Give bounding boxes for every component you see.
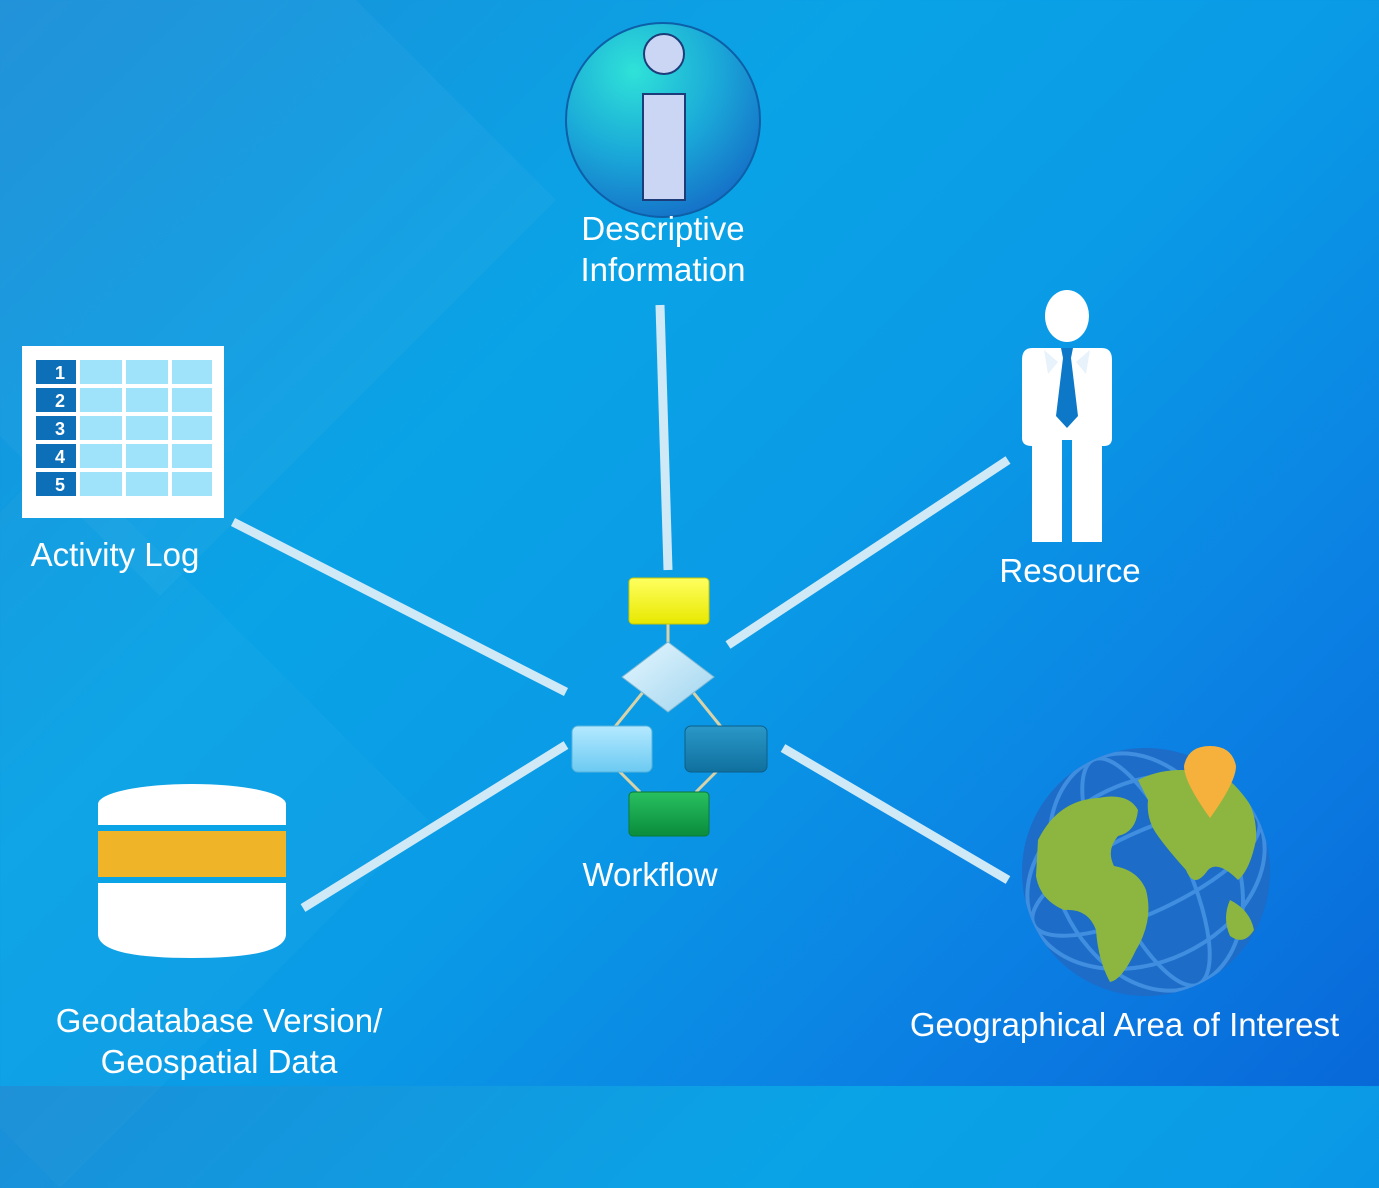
resource-label: Resource bbox=[999, 552, 1141, 589]
table-cell bbox=[80, 360, 122, 384]
descriptive-information-label: Descriptive Information bbox=[538, 208, 788, 290]
descriptive-label-line2: Information bbox=[580, 251, 746, 288]
table-row-number-cell bbox=[36, 444, 76, 468]
database-icon bbox=[98, 784, 286, 958]
workflow-icon bbox=[571, 577, 768, 837]
connector-resource bbox=[725, 456, 1011, 649]
table-row-number-cell bbox=[36, 472, 76, 496]
workflow-decision-step bbox=[621, 641, 715, 713]
table-cell bbox=[172, 388, 212, 412]
person-icon bbox=[1022, 290, 1112, 542]
map-pin-icon bbox=[1184, 746, 1236, 818]
table-row-number: 1 bbox=[55, 363, 65, 383]
table-cell bbox=[80, 416, 122, 440]
table-cell bbox=[126, 416, 168, 440]
workflow-task-light bbox=[571, 725, 653, 773]
table-cell bbox=[172, 416, 212, 440]
table-row-number: 2 bbox=[55, 391, 65, 411]
connector-lines bbox=[230, 304, 1011, 912]
table-cell bbox=[126, 472, 168, 496]
workflow-start-step bbox=[628, 577, 710, 625]
table-row-number: 4 bbox=[55, 447, 65, 467]
table-cell bbox=[172, 360, 212, 384]
workflow-label: Workflow bbox=[582, 856, 718, 893]
table-row-number: 5 bbox=[55, 475, 65, 495]
globe-icon bbox=[1022, 746, 1270, 996]
table-cell bbox=[126, 388, 168, 412]
table-cell bbox=[172, 472, 212, 496]
table-row-number-cell bbox=[36, 388, 76, 412]
connector-activity-log bbox=[230, 517, 569, 697]
table-cell bbox=[126, 444, 168, 468]
geodatabase-label-line1: Geodatabase Version/ bbox=[55, 1002, 383, 1039]
table-icon: 1 2 3 4 5 bbox=[22, 346, 224, 518]
geodatabase-label: Geodatabase Version/ Geospatial Data bbox=[0, 1000, 438, 1082]
table-row-number-cell bbox=[36, 360, 76, 384]
table-row-number: 3 bbox=[55, 419, 65, 439]
table-cell bbox=[80, 472, 122, 496]
connector-descriptive bbox=[655, 304, 673, 571]
table-cell bbox=[80, 388, 122, 412]
activity-log-label: Activity Log bbox=[30, 536, 200, 573]
geographic-area-label: Geographical Area of Interest bbox=[909, 1006, 1340, 1043]
table-row-number-cell bbox=[36, 416, 76, 440]
workflow-end-step bbox=[628, 791, 710, 837]
connector-geographic bbox=[780, 744, 1011, 884]
table-cell bbox=[80, 444, 122, 468]
descriptive-label-line1: Descriptive bbox=[581, 210, 745, 247]
table-cell bbox=[172, 444, 212, 468]
table-cell bbox=[126, 360, 168, 384]
geodatabase-label-line2: Geospatial Data bbox=[100, 1043, 338, 1080]
connector-geodatabase bbox=[300, 741, 569, 912]
workflow-task-dark bbox=[684, 725, 768, 773]
info-icon bbox=[565, 22, 761, 218]
